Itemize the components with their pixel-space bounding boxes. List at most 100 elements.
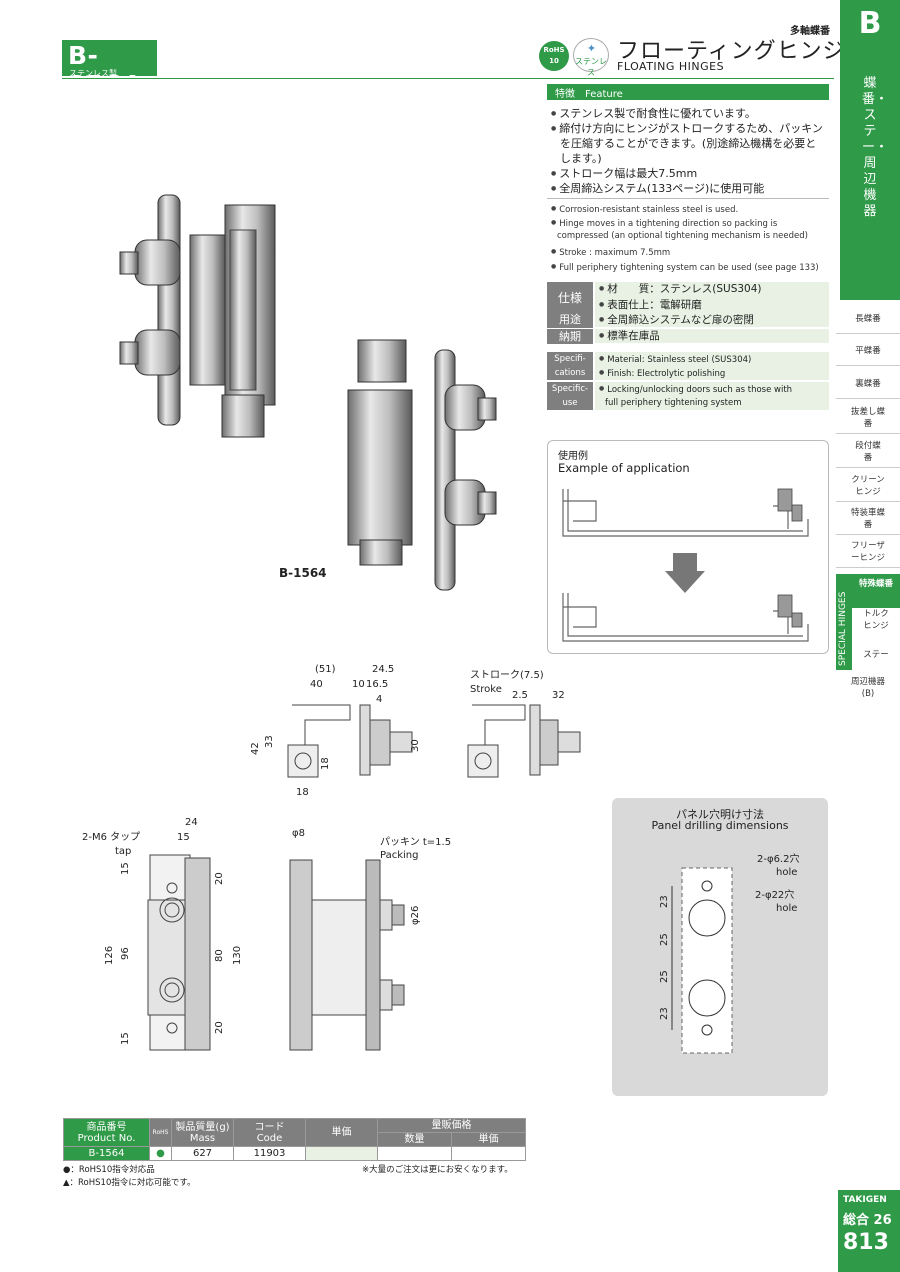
spec-label: 仕様 (547, 282, 593, 314)
hole-small-jp: 2-φ6.2穴 (757, 852, 799, 865)
index-tab[interactable]: B 蝶番・ステー・周辺機器 (840, 0, 900, 300)
feature-jp-item: ステンレス製で耐食性に優れています。 (551, 106, 756, 121)
spec-material: 材 質：ステンレス(SUS304) (595, 282, 829, 298)
packing-label-en: Packing (380, 850, 418, 861)
note-rohs-possible: ▲：RoHS10指令に対応可能です。 (63, 1178, 196, 1188)
cell-mass: 627 (171, 1146, 234, 1161)
material-tag: ステンレス製 (69, 69, 117, 78)
dim-label: 96 (120, 947, 131, 960)
dim-label: 2.5 (512, 690, 528, 701)
dim-label: 24 (185, 817, 198, 828)
side-nav-item[interactable]: 平蝶番 (836, 342, 900, 366)
delivery-label: 納期 (547, 329, 593, 344)
side-nav-item[interactable]: 長蝶番 (836, 310, 900, 334)
feature-en-item: Corrosion-resistant stainless steel is u… (551, 202, 738, 218)
table-header-price: 単価 (305, 1118, 378, 1147)
dim-label: 32 (552, 690, 565, 701)
dim-label: 80 (214, 949, 225, 962)
dim-label: 42 (250, 742, 261, 755)
svg-text:25: 25 (659, 933, 670, 946)
side-nav-item[interactable]: トルクヒンジ (863, 609, 889, 631)
hole-small-en: hole (776, 867, 797, 878)
arrow-down-icon (665, 553, 705, 593)
dim-label: 16.5 (366, 679, 388, 690)
dim-label: 18 (320, 757, 331, 770)
star-icon: ✦ (586, 42, 597, 55)
page-title-en: FLOATING HINGES (617, 60, 725, 73)
feature-jp-item: を圧縮することができます。(別途締込機構を必要と (560, 137, 817, 150)
feature-jp-item: ストローク幅は最大7.5mm (551, 166, 697, 181)
drilling-title-en: Panel drilling dimensions (651, 819, 789, 832)
technical-drawing: (51) 24.5 40 10 16.5 4 42 33 30 18 18 スト… (82, 664, 581, 1051)
spec-finish: 表面仕上：電解研磨 (595, 298, 829, 314)
product-photo (119, 194, 497, 591)
side-nav-item[interactable]: フリーザーヒンジ (836, 538, 900, 568)
product-code-badge: B-1564 ステンレス製 (62, 40, 157, 99)
side-nav-item[interactable]: 周辺機器(B) (850, 677, 885, 699)
dim-label: 33 (264, 735, 275, 748)
dim-label: 126 (104, 946, 115, 965)
side-nav-item[interactable]: 特装車蝶番 (836, 505, 900, 535)
stroke-label-jp: ストローク(7.5) (470, 669, 544, 681)
hole-large-jp: 2-φ22穴 (755, 888, 794, 901)
dim-label: (51) (315, 664, 336, 675)
table-header-unit-price: 単価 (451, 1132, 526, 1147)
side-nav-item[interactable]: 段付蝶番 (836, 438, 900, 468)
dim-label: 10 (352, 679, 365, 690)
dim-label: 20 (214, 1021, 225, 1034)
table-row: B-1564 ● 627 11903 (63, 1146, 526, 1161)
use-label-en: Specific-use (547, 382, 593, 410)
dim-label: 20 (214, 872, 225, 885)
dim-label: 30 (410, 739, 421, 752)
feature-jp-item: 締付け方向にヒンジがストロークするため、パッキン (551, 121, 823, 136)
cell-qty (377, 1146, 452, 1161)
spec-use: 全周締込システムなど扉の密閉 (595, 313, 829, 327)
dim-label: 24.5 (372, 664, 394, 675)
cell-unit-price (451, 1146, 526, 1161)
stainless-badge: ✦ ステンレス (573, 38, 609, 77)
svg-text:23: 23 (659, 895, 670, 908)
application-diagram (562, 488, 809, 642)
footer-catalog: 総合 26 (843, 1213, 892, 1228)
application-title-jp: 使用例 (558, 451, 588, 462)
feature-jp-item: 全周締込システム(133ページ)に使用可能 (551, 181, 764, 196)
table-header-mass: 製品質量(g)Mass (171, 1118, 234, 1147)
product-code: B-1564 (68, 41, 140, 99)
dim-label: 15 (177, 832, 190, 843)
dim-label: 18 (296, 787, 309, 798)
side-nav-item[interactable]: クリーンヒンジ (836, 472, 900, 502)
tab-vertical-text: 蝶番・ステー・周辺機器 (862, 76, 889, 219)
photo-label: B-1564 (279, 566, 327, 580)
side-nav-item[interactable]: 裏蝶番 (836, 375, 900, 399)
tab-letter: B (858, 6, 882, 41)
use-label: 用途 (547, 312, 593, 328)
spec-use-en: Locking/unlocking doors such as those wi… (595, 382, 829, 396)
cell-code: 11903 (233, 1146, 306, 1161)
dim-label: 40 (310, 679, 323, 690)
drilling-diagram: 2-φ6.2穴 hole 2-φ22穴 hole 23 25 25 23 (659, 852, 799, 1054)
note-bulk: ※大量のご注文は更にお安くなります。 (362, 1165, 513, 1175)
table-header-bulk: 量販価格 (377, 1118, 526, 1133)
side-nav-item[interactable]: 抜差し蝶番 (836, 404, 900, 434)
feature-en-item: Hinge moves in a tightening direction so… (551, 216, 777, 232)
page-number: 813 (843, 1230, 889, 1255)
feature-en-item: Stroke : maximum 7.5mm (551, 245, 670, 261)
application-title-en: Example of application (558, 461, 690, 475)
page-footer: TAKIGEN 総合 26 813 (838, 1190, 900, 1272)
dim-label: φ26 (410, 906, 421, 925)
side-nav-item[interactable]: ステー (863, 650, 889, 660)
dim-label: φ8 (292, 828, 305, 839)
svg-text:23: 23 (659, 1007, 670, 1020)
cell-price (305, 1146, 378, 1161)
tap-label-jp: 2-M6 タップ (82, 831, 140, 843)
spec-delivery: 標準在庫品 (595, 329, 829, 343)
dim-label: 15 (120, 862, 131, 875)
category-label: 多軸蝶番 (790, 26, 830, 37)
packing-label-jp: パッキン t=1.5 (380, 836, 451, 848)
header-rule (62, 78, 834, 79)
side-nav-active-band[interactable]: SPECIAL HINGES 特殊蝶番 トルクヒンジ ステー (836, 574, 900, 670)
